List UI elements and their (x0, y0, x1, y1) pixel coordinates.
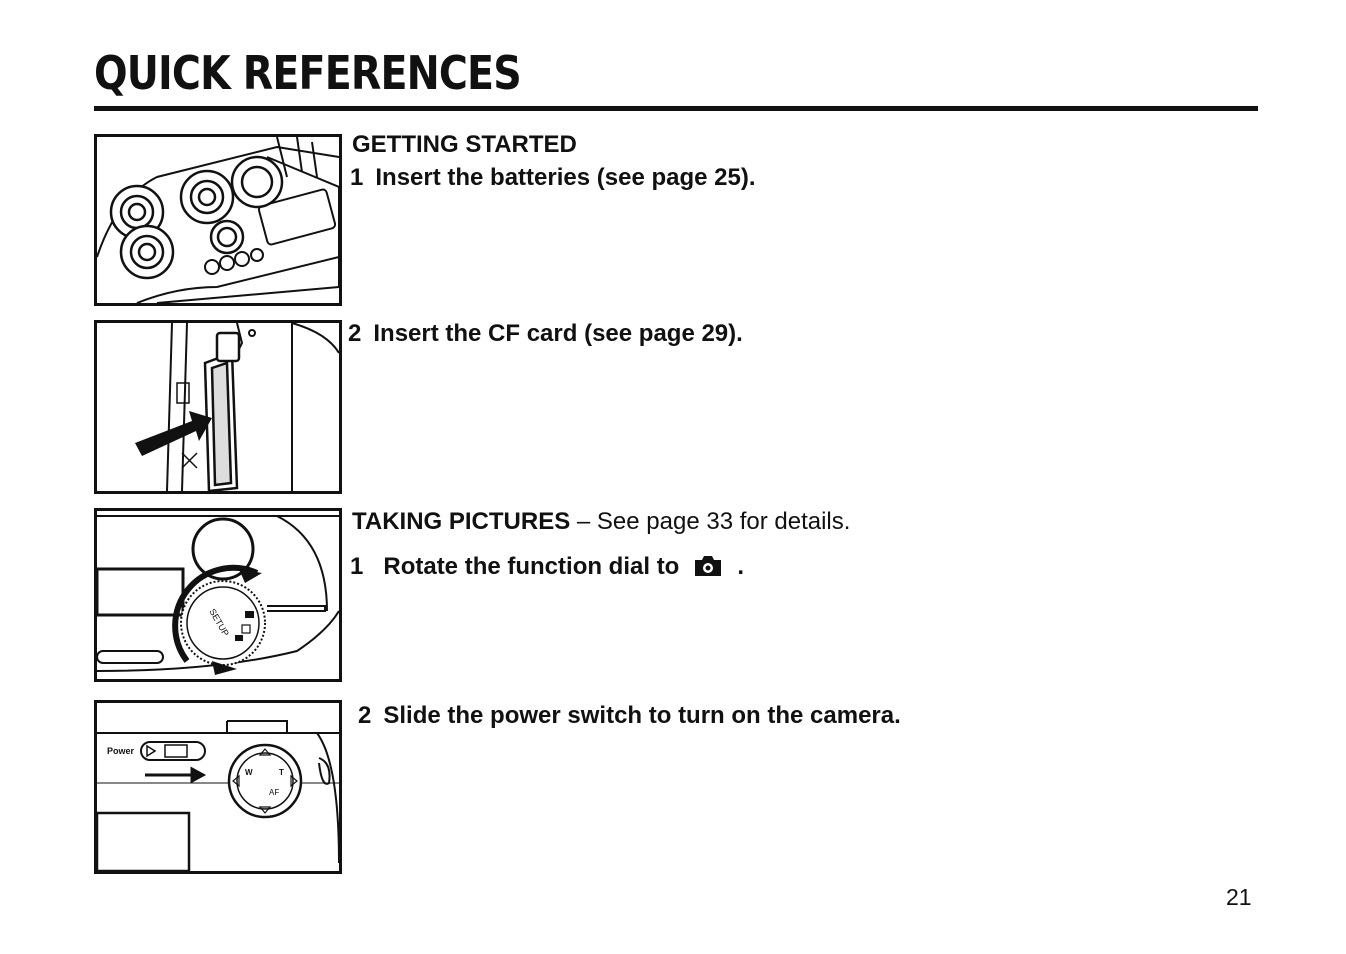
step-text: Slide the power switch to turn on the ca… (383, 702, 901, 729)
battery-illustration (97, 137, 339, 303)
camera-icon (693, 555, 723, 584)
step-power-switch: 2 Slide the power switch to turn on the c… (358, 702, 901, 730)
step-insert-batteries: 1 Insert the batteries (see page 25). (350, 164, 756, 192)
figure-function-dial: SETUP (94, 508, 342, 682)
figure-cf-card (94, 320, 342, 494)
step-text: Rotate the function dial to (383, 553, 680, 580)
step-text: Insert the CF card (see page 29). (373, 320, 743, 347)
getting-started-heading: GETTING STARTED (352, 131, 577, 158)
dial-illustration: SETUP (97, 515, 339, 675)
title-rule (94, 106, 1258, 111)
figure-power-switch: Power W T AF (94, 700, 342, 874)
page-title: QUICK REFERENCES (94, 46, 522, 100)
step-rotate-dial: 1 Rotate the function dial to. (350, 553, 744, 584)
zoom-w-label: W (245, 768, 253, 777)
step-number: 1 (350, 553, 364, 580)
af-label: AF (269, 788, 279, 797)
step-suffix: . (737, 553, 745, 580)
figure-batteries (94, 134, 342, 306)
taking-pictures-heading-row: TAKING PICTURES – See page 33 for detail… (352, 508, 850, 536)
step-insert-cf-card: 2 Insert the CF card (see page 29). (348, 320, 743, 348)
taking-pictures-subtitle: – See page 33 for details. (576, 508, 851, 535)
step-number: 2 (358, 702, 372, 729)
power-label: Power (107, 746, 135, 756)
zoom-t-label: T (279, 768, 284, 777)
taking-pictures-heading: TAKING PICTURES (352, 508, 571, 535)
step-number: 1 (350, 164, 364, 191)
step-number: 2 (348, 320, 362, 347)
step-text: Insert the batteries (see page 25). (375, 164, 756, 191)
page-number: 21 (1226, 884, 1252, 910)
cf-card-illustration (135, 323, 339, 491)
power-switch-illustration: Power W T AF (97, 720, 339, 871)
